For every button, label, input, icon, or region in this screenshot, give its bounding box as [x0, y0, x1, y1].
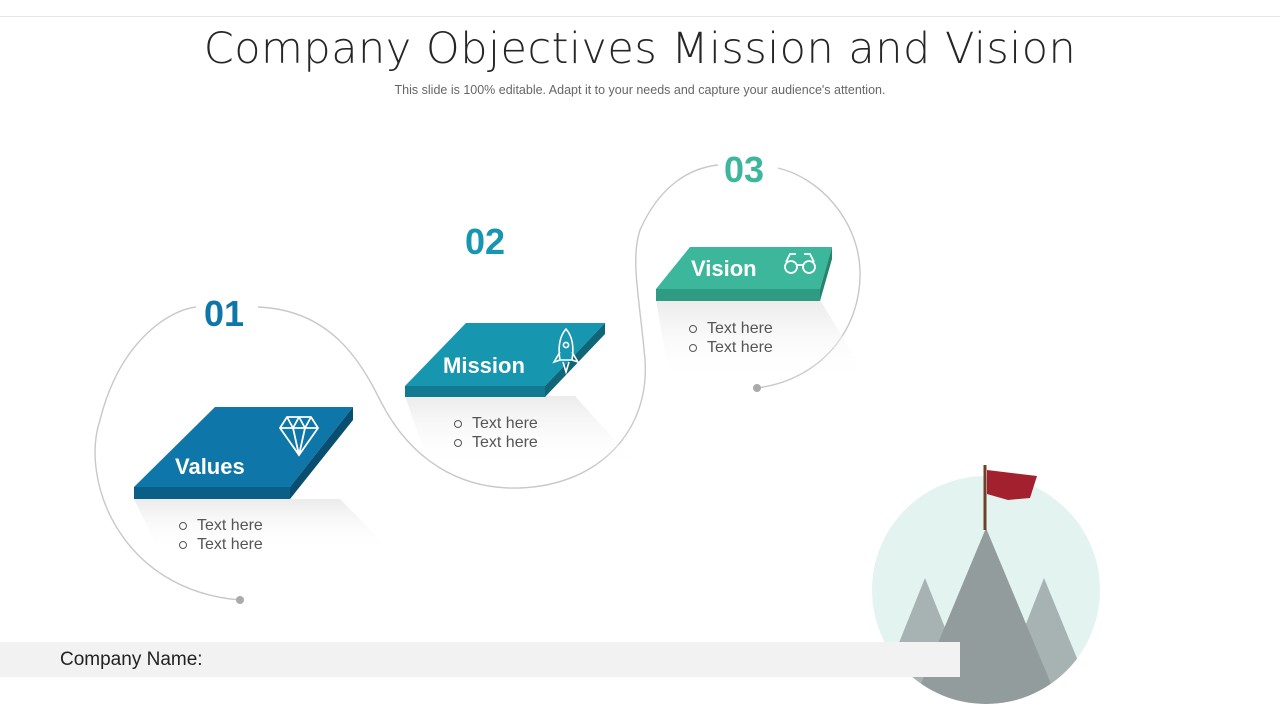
list-item: Text here: [689, 319, 773, 338]
step-vision: Vision: [656, 247, 870, 382]
step-values: Values: [134, 407, 392, 552]
step-number-01: 01: [204, 293, 244, 334]
step-vision-side: [820, 247, 832, 301]
list-item: Text here: [454, 433, 538, 452]
step-number-02: 02: [465, 221, 505, 262]
step-vision-shadow: [656, 300, 870, 382]
flag: [987, 470, 1037, 500]
step-values-shadow: [134, 499, 392, 552]
diamond-icon: [278, 416, 320, 457]
step-mission-front: [405, 386, 545, 397]
step-mission-shadow: [405, 396, 640, 468]
page-subtitle: This slide is 100% editable. Adapt it to…: [394, 83, 886, 97]
step-mission-bullets: Text here Text here: [454, 414, 538, 452]
step-values-bullets: Text here Text here: [179, 516, 263, 554]
connector-end-dot: [753, 384, 761, 392]
rocket-icon: [552, 327, 580, 375]
step-vision-label: Vision: [691, 256, 757, 281]
footer-bar: [0, 642, 960, 677]
connector-start-dot: [236, 596, 244, 604]
top-divider: [0, 16, 1280, 17]
step-values-front: [134, 487, 290, 499]
step-mission-side: [545, 323, 605, 397]
company-name-label: Company Name:: [60, 649, 203, 670]
step-mission-label: Mission: [443, 353, 525, 378]
step-number-03: 03: [724, 149, 764, 190]
page-title: Company Objectives Mission and Vision: [203, 24, 1077, 74]
list-item: Text here: [179, 535, 263, 554]
list-item: Text here: [179, 516, 263, 535]
step-values-label: Values: [175, 454, 245, 479]
list-item: Text here: [454, 414, 538, 433]
step-values-top: [134, 407, 353, 487]
step-vision-front: [656, 289, 820, 301]
step-mission: Mission: [405, 323, 640, 468]
step-vision-bullets: Text here Text here: [689, 319, 773, 357]
list-item: Text here: [689, 338, 773, 357]
step-mission-top: [405, 323, 605, 386]
binoculars-icon: [784, 253, 816, 274]
step-values-side: [290, 407, 353, 499]
